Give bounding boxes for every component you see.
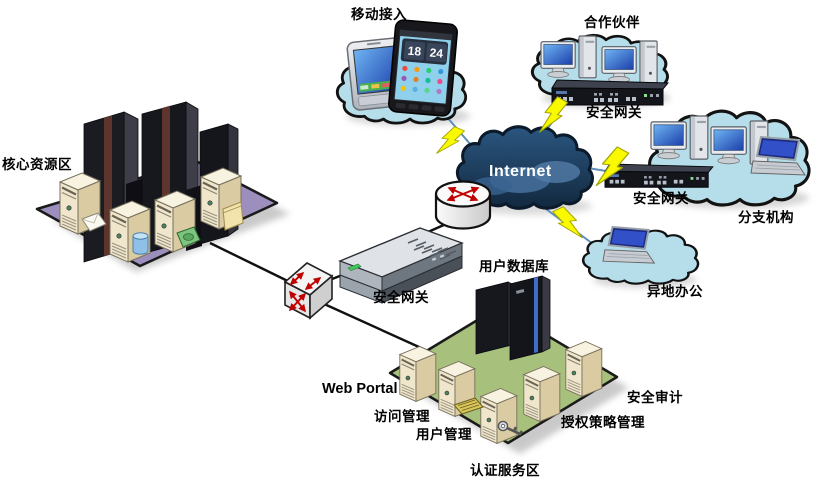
- database-icon: [132, 232, 149, 255]
- internet-cloud: [455, 125, 595, 210]
- label-center-gateway: 安全网关: [373, 289, 429, 305]
- link-switch-to-auth: [321, 301, 431, 354]
- label-web-portal: Web Portal: [322, 381, 397, 397]
- label-user-mgmt: 用户管理: [416, 426, 472, 442]
- phone-clock-hours: 18: [407, 44, 422, 59]
- mail-icon: [81, 212, 107, 232]
- label-access-mgmt: 访问管理: [374, 408, 430, 424]
- label-user-database: 用户数据库: [479, 258, 549, 274]
- phone-clock-minutes: 24: [429, 46, 444, 61]
- lightning-mobile: [436, 126, 466, 154]
- lightning-partner: [539, 96, 569, 133]
- label-core-zone: 核心资源区: [2, 156, 72, 172]
- folder-icon: [222, 201, 244, 231]
- auth-server-user-mgmt: [479, 387, 518, 445]
- partner-gateway-appliance: [551, 79, 669, 106]
- key-icon: [497, 420, 524, 436]
- money-icon: [176, 226, 201, 248]
- label-branch: 分支机构: [738, 209, 794, 225]
- switch-arrows: [288, 271, 322, 313]
- label-partner: 合作伙伴: [584, 14, 640, 30]
- label-authz-policy-mgmt: 授权策略管理: [561, 414, 645, 430]
- router: [434, 180, 492, 230]
- security-gateway-appliance: [338, 227, 464, 304]
- switch: [283, 262, 334, 320]
- user-database-racks: [475, 275, 551, 361]
- label-remote-office: 异地办公: [647, 283, 703, 299]
- auth-server-web-portal: [398, 345, 437, 403]
- auth-server-authz-policy: [522, 365, 561, 423]
- auth-server-audit: [564, 340, 603, 398]
- phone-app-icons: [400, 65, 444, 95]
- label-internet: Internet: [489, 163, 552, 180]
- label-branch-gateway: 安全网关: [633, 190, 689, 206]
- keyboard-icon: [453, 397, 484, 415]
- label-mobile-access: 移动接入: [351, 6, 407, 22]
- label-partner-gateway: 安全网关: [586, 104, 642, 120]
- smartphone-black: 18 24: [388, 19, 458, 117]
- router-arrows: [446, 186, 480, 202]
- label-auth-zone: 认证服务区: [470, 462, 540, 478]
- link-core-to-switch: [209, 241, 301, 289]
- label-security-audit: 安全审计: [627, 389, 683, 405]
